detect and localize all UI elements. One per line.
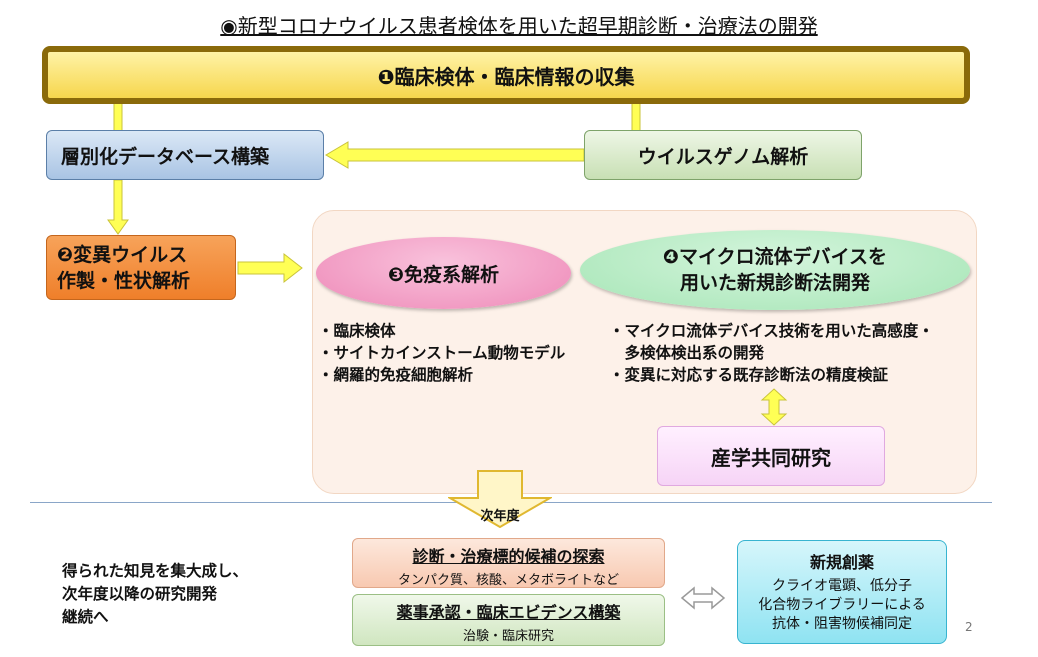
drug-line: 抗体・阻害物候補同定 [772,616,912,632]
immune-item: ・臨床検体 [318,322,396,340]
approval-title: 薬事承認・臨床エビデンス構築 [396,603,621,622]
summary-line: 得られた知見を集大成し、 [62,562,249,580]
immune-item: ・サイトカインストーム動物モデル [318,344,566,362]
industry-collaboration-box: 産学共同研究 [657,426,885,486]
arrow-database-to-variant [107,179,129,235]
variant-line-1: ❷変異ウイルス [57,243,188,266]
arrow-variant-to-analysis [237,252,303,284]
drug-line: 化合物ライブラリーによる [758,597,926,613]
diagnosis-target-box: 診断・治療標的候補の探索 タンパク質、核酸、メタボライトなど [352,538,665,588]
page-number: 2 [965,620,973,634]
immune-item: ・網羅的免疫細胞解析 [318,366,474,384]
bidirectional-vertical-arrow [760,388,788,426]
drug-discovery-box: 新規創薬 クライオ電顕、低分子 化合物ライブラリーによる 抗体・阻害物候補同定 [737,540,947,644]
next-year-label: 次年度 [480,509,520,524]
microfluidic-ellipse: ❹マイクロ流体デバイスを 用いた新規診断法開発 [580,230,970,310]
page-title: ◉新型コロナウイルス患者検体を用いた超早期診断・治療法の開発 [220,14,818,38]
immune-analysis-ellipse: ❸免疫系解析 [316,237,571,309]
microfluidic-title-line-2: 用いた新規診断法開発 [679,272,870,294]
microfluidic-item: ・変異に対応する既存診断法の精度検証 [609,366,889,384]
arrow-top-to-genome [631,99,641,133]
sample-collection-bar: ❶臨床検体・臨床情報の収集 [42,46,970,104]
microfluidic-item: ・マイクロ流体デバイス技術を用いた高感度・ [609,322,934,340]
diagnosis-subtitle: タンパク質、核酸、メタボライトなど [397,573,619,588]
microfluidic-item: 多検体検出系の開発 [609,344,765,362]
variant-line-2: 作製・性状解析 [57,269,191,292]
genome-analysis-box: ウイルスゲノム解析 [584,130,862,180]
immune-item-list: ・臨床検体 ・サイトカインストーム動物モデル ・網羅的免疫細胞解析 [318,320,565,386]
arrow-top-to-database [113,99,123,133]
summary-line: 次年度以降の研究開発 [62,585,218,603]
approval-evidence-box: 薬事承認・臨床エビデンス構築 治験・臨床研究 [352,594,665,646]
variant-virus-box: ❷変異ウイルス 作製・性状解析 [46,235,236,300]
database-box: 層別化データベース構築 [46,130,324,180]
arrow-genome-to-database [325,141,585,169]
drug-title: 新規創薬 [809,553,874,572]
microfluidic-item-list: ・マイクロ流体デバイス技術を用いた高感度・ 多検体検出系の開発 ・変異に対応する… [609,320,934,386]
summary-line: 継続へ [62,608,109,626]
summary-text: 得られた知見を集大成し、 次年度以降の研究開発 継続へ [62,560,248,629]
microfluidic-title-line-1: ❹マイクロ流体デバイスを [662,246,888,268]
drug-line: クライオ電顕、低分子 [772,578,912,594]
bidirectional-horizontal-arrow [680,586,726,610]
diagnosis-title: 診断・治療標的候補の探索 [412,547,605,566]
approval-subtitle: 治験・臨床研究 [462,629,554,644]
next-year-arrow [448,470,552,528]
